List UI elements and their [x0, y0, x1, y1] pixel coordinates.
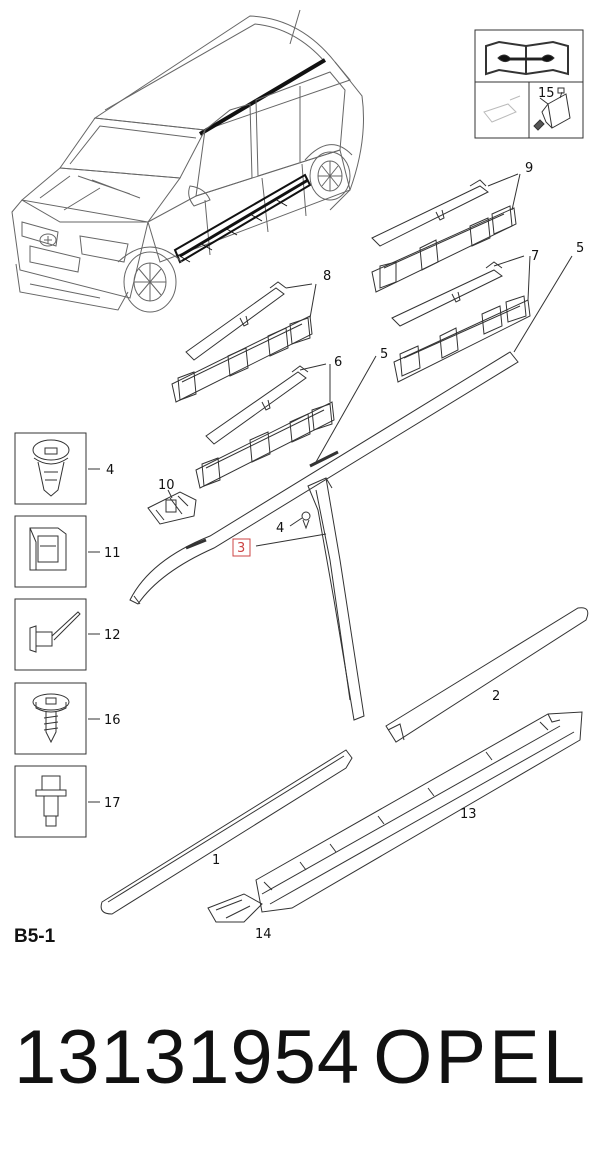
door-molding-1 [100, 749, 353, 915]
parts-diagram: 1 2 3 4 4 5 5 6 7 8 9 10 11 12 13 14 15 … [11, 9, 589, 942]
callout-14: 14 [255, 927, 272, 942]
callout-16: 16 [104, 713, 121, 728]
callout-4-fastener: 4 [106, 463, 114, 478]
workshop-manual-box [474, 29, 584, 139]
callout-10: 10 [158, 478, 175, 493]
callout-9: 9 [525, 161, 533, 176]
roof-bracket-7 [391, 261, 531, 383]
pillar-trim-3 [307, 477, 365, 721]
callout-5-upper: 5 [576, 241, 584, 256]
callout-2: 2 [492, 689, 500, 704]
roof-bracket-8 [171, 281, 313, 403]
page-code: B5-1 [14, 926, 56, 947]
callout-17: 17 [104, 796, 121, 811]
fastener-box-17 [14, 765, 87, 838]
callout-3-highlight-box [232, 538, 251, 557]
roof-bracket-9 [371, 179, 517, 293]
door-molding-2 [385, 607, 589, 743]
callout-labels: 1 2 3 4 4 5 5 6 7 8 9 10 11 12 13 14 15 … [104, 86, 584, 942]
callout-4-clip: 4 [276, 521, 284, 536]
part-number: 13131954 [14, 1015, 361, 1100]
callout-12: 12 [104, 628, 121, 643]
callout-6: 6 [334, 355, 342, 370]
vehicle-illustration [11, 9, 364, 313]
callout-8: 8 [323, 269, 331, 284]
callout-3: 3 [237, 541, 245, 556]
end-cap-14 [207, 893, 263, 923]
footer: 13131954 OPEL [0, 1008, 600, 1118]
callout-15: 15 [538, 86, 555, 101]
callout-5-lower: 5 [380, 347, 388, 362]
fastener-box-4 [14, 432, 87, 505]
fastener-box-12 [14, 598, 87, 671]
callout-7: 7 [531, 249, 539, 264]
callout-13: 13 [460, 807, 477, 822]
clip-4-small [301, 511, 311, 530]
callout-11: 11 [104, 546, 121, 561]
roof-molding-5 [129, 351, 519, 605]
clip-10 [147, 491, 197, 525]
roof-bracket-6 [195, 365, 335, 489]
brand-name: OPEL [373, 1015, 588, 1100]
sill-molding-13 [255, 711, 583, 913]
fastener-box-16 [14, 682, 87, 755]
fastener-box-11 [14, 515, 87, 588]
leader-lines [88, 97, 573, 803]
callout-1: 1 [212, 853, 220, 868]
